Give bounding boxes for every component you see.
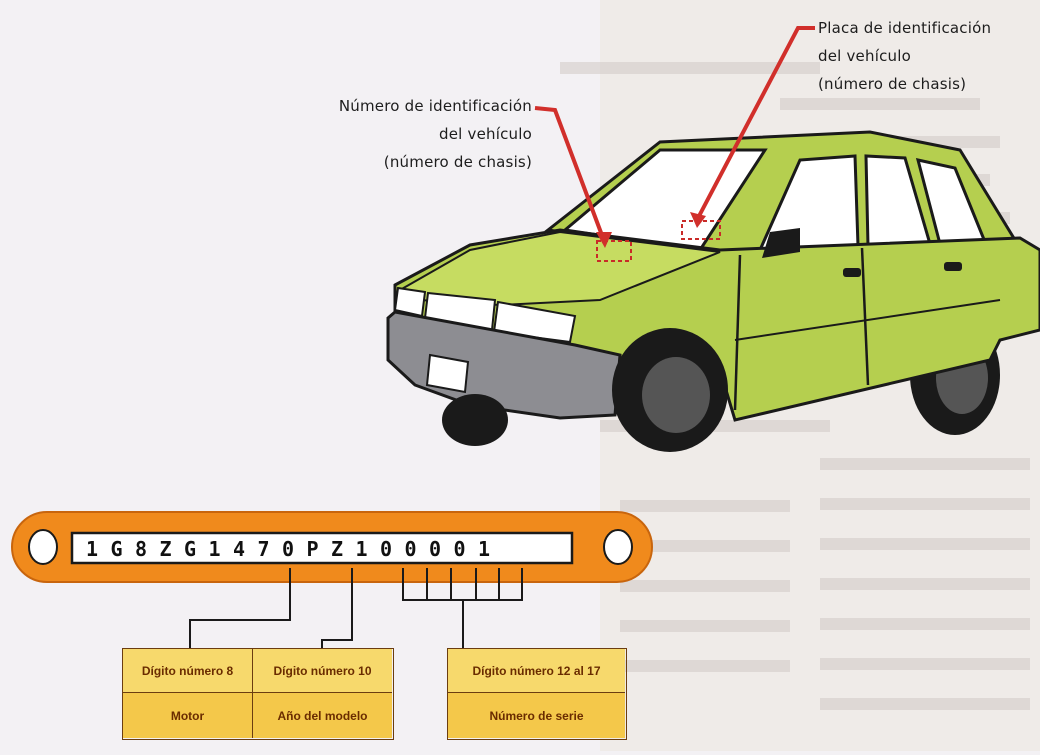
pointer-arrows bbox=[534, 26, 815, 248]
plate-left-hole bbox=[28, 529, 58, 565]
vin-char: Z bbox=[159, 537, 171, 561]
vin-char: Z bbox=[331, 537, 343, 561]
vin-char: 1 bbox=[86, 537, 98, 561]
rear-door-handle bbox=[944, 262, 962, 271]
plate-label-line-1: Placa de identificación bbox=[818, 19, 992, 37]
legend-header-digit-10: Dígito número 10 bbox=[253, 649, 392, 693]
vin-char: 7 bbox=[257, 537, 269, 561]
legend-group-engine-year: Dígito número 8 Dígito número 10 Motor A… bbox=[122, 648, 394, 740]
vin-arrow-line bbox=[534, 106, 605, 239]
license-plate bbox=[425, 353, 470, 394]
vin-arrow-head bbox=[596, 232, 612, 248]
legend-group-serial: Dígito número 12 al 17 Número de serie bbox=[447, 648, 627, 740]
vin-char: 1 bbox=[355, 537, 367, 561]
legend-value-serial-number: Número de serie bbox=[448, 693, 625, 738]
plate-arrow-head bbox=[690, 212, 706, 228]
front-right-wheel-hub bbox=[642, 357, 710, 433]
side-mirror bbox=[762, 228, 800, 258]
vin-char: 0 bbox=[429, 537, 441, 561]
vin-char: P bbox=[306, 537, 318, 561]
front-bumper bbox=[386, 310, 622, 420]
legend-header-digit-8: Dígito número 8 bbox=[123, 649, 253, 693]
vin-char: 8 bbox=[135, 537, 147, 561]
vin-char: 0 bbox=[282, 537, 294, 561]
legend-value-motor: Motor bbox=[123, 693, 253, 738]
vin-char: 1 bbox=[478, 537, 490, 561]
plate-location-label: Placa de identificación del vehículo (nú… bbox=[818, 14, 1038, 98]
plate-arrow-line bbox=[696, 26, 815, 219]
vin-label-line-2: del vehículo bbox=[439, 125, 532, 143]
legend-header-digit-12-17: Dígito número 12 al 17 bbox=[448, 649, 625, 693]
vin-char: 0 bbox=[453, 537, 465, 561]
connector-lines bbox=[189, 568, 523, 648]
plate-label-line-3: (número de chasis) bbox=[818, 75, 967, 93]
connector-digit-8 bbox=[189, 568, 291, 648]
vin-char: 4 bbox=[233, 537, 245, 561]
vin-location-label: Número de identificación del vehículo (n… bbox=[300, 92, 532, 176]
connector-bracket-ticks bbox=[426, 568, 500, 600]
body-crease-line bbox=[734, 299, 1001, 341]
front-door-handle bbox=[843, 268, 861, 277]
rear-door-line bbox=[860, 247, 870, 386]
front-left-wheel bbox=[442, 394, 508, 446]
legend-value-model-year: Año del modelo bbox=[253, 693, 392, 738]
front-door-line bbox=[733, 254, 742, 411]
plate-label-line-2: del vehículo bbox=[818, 47, 911, 65]
headlight-right bbox=[492, 300, 577, 344]
car-illustration bbox=[386, 130, 1040, 452]
plate-right-hole bbox=[603, 529, 633, 565]
vin-label-line-3: (número de chasis) bbox=[383, 153, 532, 171]
vin-char: G bbox=[110, 537, 122, 561]
vin-text-window bbox=[70, 531, 574, 565]
vin-char: 1 bbox=[208, 537, 220, 561]
vin-label-line-1: Número de identificación bbox=[338, 97, 532, 115]
vin-char: 0 bbox=[380, 537, 392, 561]
vin-location-marker bbox=[596, 240, 632, 262]
vin-char: 0 bbox=[404, 537, 416, 561]
connector-digit-10 bbox=[321, 568, 353, 648]
vin-char: G bbox=[184, 537, 196, 561]
